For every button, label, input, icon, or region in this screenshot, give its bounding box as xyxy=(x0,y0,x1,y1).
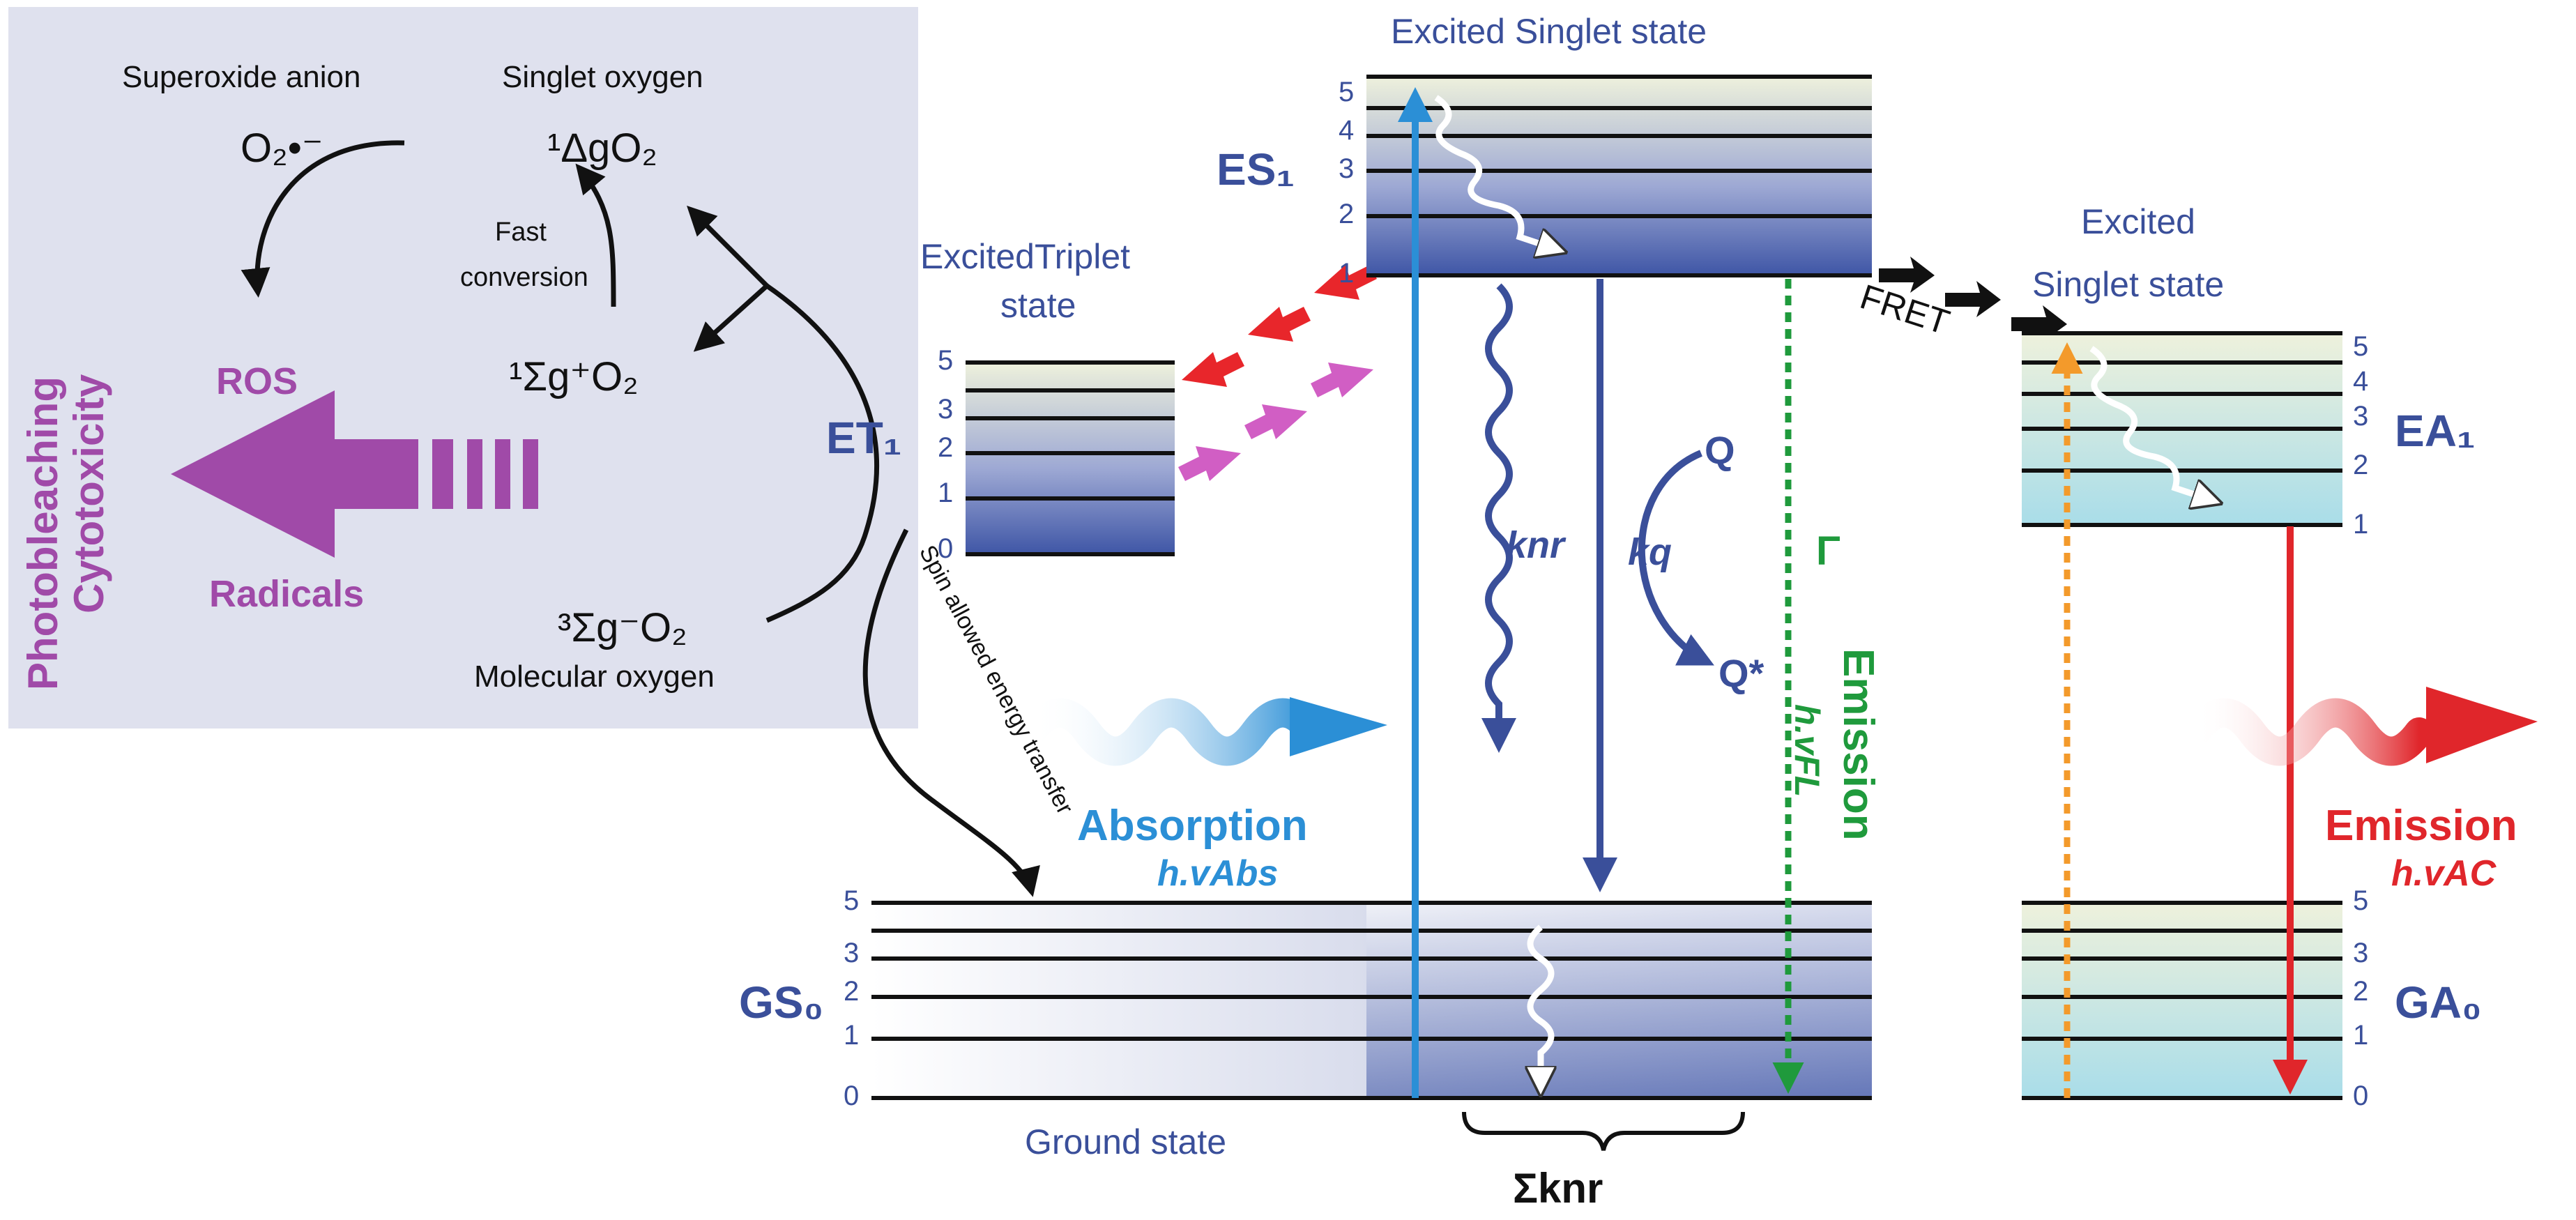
ga0-level-1: 1 xyxy=(2353,1020,2368,1051)
ea1-level-2: 2 xyxy=(2353,450,2368,480)
oxygen-panel xyxy=(8,7,918,729)
ic-arrow-gs0 xyxy=(1530,924,1551,1091)
t1-level-0: 0 xyxy=(938,533,953,564)
ga0-label: GA₀ xyxy=(2395,977,2482,1028)
oxygen-cycle xyxy=(241,140,1040,897)
excited-singlet-title: Excited Singlet state xyxy=(1391,12,1707,51)
fast-conversion-line2: conversion xyxy=(460,263,588,292)
photobleaching-label: Photobleaching xyxy=(20,376,66,690)
isc-arrows-red xyxy=(1182,265,1377,387)
ic-arrow-es1 xyxy=(1434,95,1562,251)
singlet-oxygen-label: Singlet oxygen xyxy=(502,60,703,94)
gs0-levels xyxy=(871,901,1872,1100)
t1-level-3: 3 xyxy=(938,394,953,425)
ground-state-title: Ground state xyxy=(1025,1122,1226,1161)
fret-label: FRET xyxy=(1856,277,1954,342)
es1-levels xyxy=(1366,75,1872,277)
gs0-level-1: 1 xyxy=(844,1020,859,1051)
ros-arrow xyxy=(171,390,538,558)
es1-level-1: 1 xyxy=(1339,258,1354,289)
gs0-level-3: 3 xyxy=(844,938,859,968)
acceptor-emission-wave xyxy=(2181,698,2434,766)
radicals-label: Radicals xyxy=(209,573,364,615)
es1-level-3: 3 xyxy=(1339,153,1354,184)
sum-knr-brace xyxy=(1462,1111,1745,1151)
t1-level-1: 1 xyxy=(938,478,953,508)
gamma-label: Γ xyxy=(1816,528,1840,574)
ea1-label: EA₁ xyxy=(2395,406,2475,456)
absorption-wave-head xyxy=(1290,697,1387,756)
absorption-energy: h.vAbs xyxy=(1157,853,1278,894)
ga0-level-5: 5 xyxy=(2353,885,2368,916)
knr-label: knr xyxy=(1506,524,1567,566)
ea1-level-4: 4 xyxy=(2353,366,2368,397)
ea1-level-1: 1 xyxy=(2353,509,2368,540)
ros-label: ROS xyxy=(216,360,298,402)
absorption-wave xyxy=(1017,698,1325,766)
ea1-level-5: 5 xyxy=(2353,331,2368,362)
fast-conversion-line1: Fast xyxy=(495,218,547,247)
triplet-title-line1: ExcitedTriplet xyxy=(920,237,1130,276)
ga0-level-0: 0 xyxy=(2353,1081,2368,1111)
gs0-level-5: 5 xyxy=(844,885,859,916)
quencher-arrow xyxy=(1638,450,1714,666)
cytotoxicity-label: Cytotoxicity xyxy=(66,374,112,613)
triplet-levels xyxy=(966,360,1175,556)
ea1-levels xyxy=(2022,331,2342,527)
acceptor-emission-label: Emission xyxy=(2325,802,2517,850)
superoxide-label: Superoxide anion xyxy=(122,60,360,94)
es1-label: ES₁ xyxy=(1217,144,1295,195)
acceptor-emission-energy: h.vAC xyxy=(2391,853,2497,894)
ga0-level-3: 3 xyxy=(2353,938,2368,968)
triplet-sigma-o2: ³Σg⁻O₂ xyxy=(558,605,687,650)
sum-knr-label: Σknr xyxy=(1513,1165,1603,1212)
et1-label: ET₁ xyxy=(826,413,901,463)
isc-arrows-pink xyxy=(1178,363,1373,481)
absorption-label: Absorption xyxy=(1077,802,1308,850)
gs0-level-2: 2 xyxy=(844,976,859,1007)
acceptor-singlet-title-line1: Excited xyxy=(2081,202,2195,241)
t1-level-2: 2 xyxy=(938,432,953,463)
singlet-delta-o2: ¹ΔgO₂ xyxy=(547,125,657,171)
t1-level-5: 5 xyxy=(938,345,953,376)
superoxide-formula: O₂•⁻ xyxy=(241,125,323,171)
gs0-level-0: 0 xyxy=(844,1081,859,1111)
es1-level-4: 4 xyxy=(1339,115,1354,146)
knr-arrow xyxy=(1481,283,1516,753)
molecular-oxygen-label: Molecular oxygen xyxy=(474,659,715,694)
singlet-sigma-o2: ¹Σg⁺O₂ xyxy=(509,354,639,399)
gs0-label: GS₀ xyxy=(739,977,823,1028)
ga0-level-2: 2 xyxy=(2353,976,2368,1007)
triplet-band xyxy=(966,363,1175,554)
ea1-level-3: 3 xyxy=(2353,401,2368,432)
fluorescence-energy-label: h.vFL xyxy=(1788,704,1827,797)
spin-transfer-label: Spin allowed energy transfer xyxy=(914,541,1079,818)
acceptor-emission-wave-head xyxy=(2426,687,2538,763)
kq-label: kq xyxy=(1628,531,1672,573)
quencher-excited-label: Q* xyxy=(1718,651,1765,695)
ic-arrow-ea1 xyxy=(2089,346,2217,502)
es1-level-2: 2 xyxy=(1339,199,1354,229)
quencher-label: Q xyxy=(1705,428,1735,472)
triplet-title-line2: state xyxy=(1000,286,1076,325)
acceptor-singlet-title-line2: Singlet state xyxy=(2032,265,2224,304)
es1-level-5: 5 xyxy=(1339,77,1354,107)
fluorescence-emission-label: Emission xyxy=(1834,648,1882,841)
